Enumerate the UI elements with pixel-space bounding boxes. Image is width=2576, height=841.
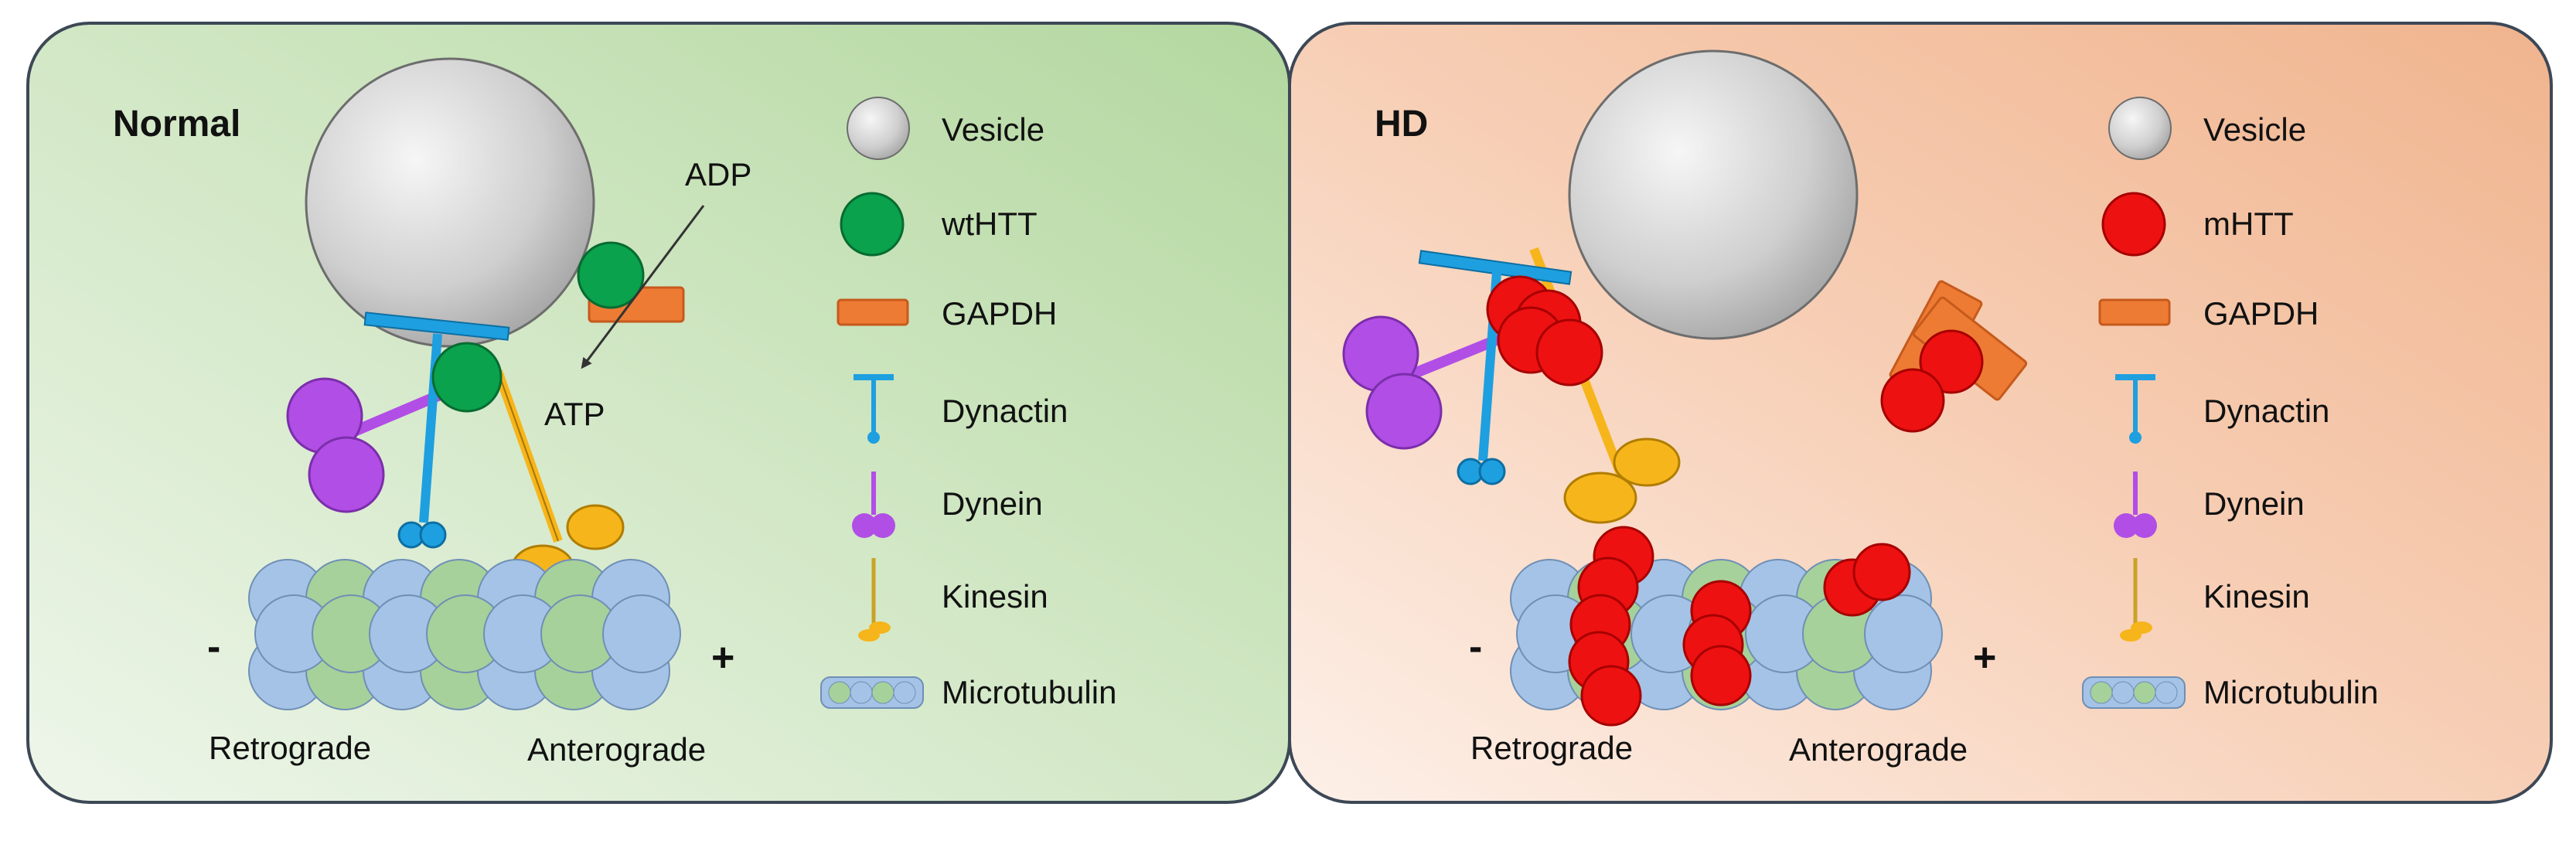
- legend-item-microtubule: Microtubulin: [820, 674, 1116, 710]
- mhtt: [1852, 543, 1911, 601]
- minus-end-label: -: [207, 625, 220, 669]
- kinesin-legend-icon: [2120, 629, 2142, 642]
- dynactin-top: [363, 312, 510, 341]
- mhtt: [1580, 665, 1642, 727]
- legend-label: Vesicle: [2203, 111, 2306, 148]
- plus-end-label: +: [711, 635, 734, 680]
- legend-label: GAPDH: [2203, 295, 2319, 332]
- legend-item-dynein: Dynein: [2114, 472, 2305, 538]
- legend-item-gapdh: GAPDH: [2098, 295, 2319, 332]
- panel-normal: Normal ADP ATP: [26, 22, 1291, 804]
- panel-hd: HD: [1288, 22, 2553, 804]
- legend-label: Dynein: [2203, 485, 2305, 522]
- dynactin-legend-icon-foot: [2129, 431, 2142, 444]
- dynein-legend-icon: [852, 513, 877, 538]
- atp-label: ATP: [544, 396, 605, 432]
- legend-label: mHTT: [2203, 206, 2294, 242]
- dynein-legend-icon: [2132, 513, 2157, 538]
- dynactin-legend-icon: [854, 374, 894, 380]
- kinesin-head: [566, 504, 625, 550]
- mhtt: [1690, 645, 1752, 707]
- mhtt-legend-icon: [2101, 192, 2166, 257]
- legend-label: wtHTT: [941, 206, 1038, 242]
- mhtt: [1919, 329, 1984, 394]
- dynein-head: [308, 436, 385, 513]
- kinesin-head: [1613, 438, 1681, 487]
- dynactin-foot: [1478, 458, 1506, 485]
- microtubule-legend-icon-part: [893, 681, 916, 704]
- legend-label: Dynactin: [942, 393, 1068, 429]
- retrograde-label: Retrograde: [209, 730, 371, 766]
- panel-hd-title: HD: [1375, 104, 1428, 145]
- legend-item-dynactin: Dynactin: [854, 374, 1068, 444]
- legend-item-htt: mHTT: [2101, 192, 2294, 257]
- mhtt-cluster: [1486, 275, 1603, 386]
- legend-hd: Vesicle mHTT GAPDH Dynactin Dynein: [2082, 97, 2378, 710]
- anterograde-label: Anterograde: [1789, 731, 1968, 768]
- legend-item-gapdh: GAPDH: [837, 295, 1057, 332]
- adp-label: ADP: [685, 156, 751, 192]
- dynein-legend-icon: [871, 513, 895, 538]
- anterograde-label: Anterograde: [527, 731, 706, 768]
- dynactin-legend-icon: [2115, 374, 2155, 380]
- legend-item-vesicle: Vesicle: [847, 97, 1044, 160]
- kinesin-head: [1563, 472, 1637, 524]
- kinesin-stalk-outline: [497, 370, 559, 542]
- vesicle: [1568, 49, 1859, 340]
- legend-label: Dynein: [942, 485, 1043, 522]
- microtubule-legend-icon-part: [850, 681, 873, 704]
- wthtt: [431, 342, 503, 413]
- legend-label: Microtubulin: [2203, 674, 2378, 710]
- retrograde-label: Retrograde: [1470, 730, 1633, 766]
- microtubule-legend-icon-part: [2155, 681, 2178, 704]
- vesicle-legend-icon: [2108, 97, 2172, 160]
- wthtt-legend-icon: [840, 192, 905, 257]
- gapdh-legend-icon: [2098, 298, 2171, 326]
- plus-end-label: +: [1973, 635, 1996, 680]
- vesicle-legend-icon: [847, 97, 910, 160]
- mhtt: [1880, 368, 1945, 433]
- mhtt-on-microtubule: [1568, 526, 1911, 727]
- legend-normal: Vesicle wtHTT GAPDH Dynactin Dynein: [820, 97, 1116, 710]
- legend-item-dynein: Dynein: [852, 472, 1043, 538]
- dynein-legend-icon: [2114, 513, 2138, 538]
- wthtt: [577, 241, 645, 309]
- vesicle: [305, 57, 595, 348]
- microtubule-legend-icon-part: [2090, 681, 2113, 704]
- kinesin-legend-icon: [858, 629, 880, 642]
- legend-item-htt: wtHTT: [840, 192, 1038, 257]
- gapdh-mhtt-aggregate: [1880, 280, 2028, 433]
- dynein-head: [1365, 373, 1443, 450]
- legend-label: Dynactin: [2203, 393, 2329, 429]
- microtubule-legend-icon-part: [2111, 681, 2135, 704]
- minus-end-label: -: [1469, 625, 1482, 669]
- legend-label: Microtubulin: [942, 674, 1116, 710]
- dynactin-foot: [419, 521, 447, 549]
- microtubule-legend-icon-part: [871, 681, 894, 704]
- legend-label: Kinesin: [2203, 578, 2310, 615]
- adp-atp-arrow: [581, 205, 705, 369]
- legend-label: Kinesin: [942, 578, 1048, 615]
- legend-item-microtubule: Microtubulin: [2082, 674, 2378, 710]
- microtubule: [248, 559, 681, 710]
- legend-item-vesicle: Vesicle: [2108, 97, 2306, 160]
- microtubule-legend-icon-part: [828, 681, 851, 704]
- legend-item-dynactin: Dynactin: [2115, 374, 2329, 444]
- legend-label: Vesicle: [942, 111, 1044, 148]
- legend-item-kinesin: Kinesin: [858, 558, 1048, 642]
- panel-normal-title: Normal: [113, 104, 240, 145]
- gapdh-legend-icon: [837, 298, 909, 326]
- microtubule-legend-icon-part: [2133, 681, 2156, 704]
- dynactin-legend-icon-foot: [867, 431, 880, 444]
- mhtt: [1535, 318, 1603, 386]
- legend-item-kinesin: Kinesin: [2120, 558, 2310, 642]
- legend-label: GAPDH: [942, 295, 1057, 332]
